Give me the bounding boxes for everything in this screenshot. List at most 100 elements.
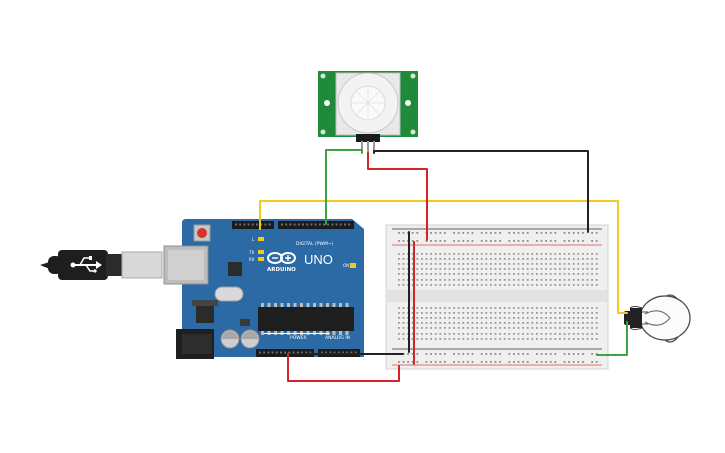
terminal-hole: [425, 322, 428, 324]
terminal-hole: [559, 258, 561, 260]
terminal-hole: [439, 284, 442, 286]
header-pin: [325, 351, 328, 354]
terminal-hole: [577, 279, 580, 281]
terminal-hole: [554, 284, 557, 286]
rail-hole: [508, 240, 511, 242]
terminal-hole: [540, 322, 543, 324]
terminal-hole: [526, 312, 529, 314]
rail-hole: [568, 353, 570, 355]
rail-hole: [425, 361, 428, 363]
terminal-hole: [499, 317, 501, 319]
terminal-hole: [517, 273, 520, 275]
rail-hole: [577, 240, 580, 242]
header-pin: [235, 223, 237, 226]
wire-yellow[interactable]: [259, 200, 628, 314]
usb-cable[interactable]: [40, 250, 163, 280]
header-pin: [337, 351, 340, 354]
arduino-uno-board[interactable]: L TX RX ON ARDUINO UNO DIGITAL (PWM~) PO…: [163, 219, 364, 359]
terminal-hole: [411, 327, 414, 329]
terminal-hole: [582, 338, 584, 340]
terminal-hole: [522, 333, 524, 335]
terminal-hole: [398, 312, 400, 314]
terminal-hole: [448, 322, 451, 324]
terminal-hole: [462, 268, 465, 270]
header-pin: [333, 351, 336, 354]
terminal-hole: [554, 258, 557, 260]
terminal-hole: [448, 307, 451, 309]
terminal-hole: [586, 253, 589, 255]
header-pin: [331, 223, 334, 226]
header-pin: [301, 351, 303, 354]
rail-hole: [582, 361, 584, 363]
terminal-hole: [517, 333, 520, 335]
terminal-hole: [595, 284, 598, 286]
terminal-hole: [490, 273, 492, 275]
terminal-hole: [439, 338, 442, 340]
terminal-hole: [536, 268, 538, 270]
wire-black-pir-gnd[interactable]: [373, 150, 589, 233]
terminal-hole: [522, 284, 524, 286]
rail-hole: [563, 240, 566, 242]
header-pin: [339, 223, 342, 226]
terminal-hole: [480, 273, 483, 275]
terminal-hole: [425, 317, 428, 319]
rail-hole: [522, 232, 524, 234]
rail-hole: [434, 240, 437, 242]
terminal-hole: [453, 322, 455, 324]
rail-hole: [485, 353, 488, 355]
pir-motion-sensor[interactable]: [318, 71, 418, 153]
rail-hole: [536, 240, 538, 242]
rail-hole: [416, 353, 419, 355]
terminal-hole: [595, 307, 598, 309]
terminal-hole: [549, 333, 552, 335]
terminal-hole: [531, 317, 534, 319]
terminal-hole: [485, 338, 488, 340]
terminal-hole: [439, 263, 442, 265]
terminal-hole: [508, 322, 511, 324]
terminal-hole: [430, 307, 432, 309]
terminal-hole: [480, 268, 483, 270]
terminal-hole: [398, 263, 400, 265]
terminal-hole: [411, 263, 414, 265]
chip-pin: [261, 331, 264, 335]
wire-red-5v[interactable]: [287, 353, 400, 382]
rail-hole: [398, 240, 400, 242]
terminal-hole: [582, 312, 584, 314]
terminal-hole: [430, 279, 432, 281]
terminal-hole: [540, 284, 543, 286]
terminal-hole: [421, 312, 423, 314]
terminal-hole: [536, 338, 538, 340]
rail-hole: [453, 361, 455, 363]
header-pin: [289, 223, 292, 226]
atmega-chip: [258, 307, 354, 331]
rail-hole: [563, 232, 566, 234]
breadboard[interactable]: [385, 224, 609, 370]
terminal-hole: [402, 327, 405, 329]
terminal-hole: [471, 333, 474, 335]
light-bulb[interactable]: [624, 294, 691, 343]
rail-hole: [554, 240, 557, 242]
terminal-hole: [526, 253, 529, 255]
terminal-hole: [591, 268, 593, 270]
reset-button[interactable]: [197, 228, 207, 238]
header-pin: [288, 351, 291, 354]
terminal-hole: [430, 284, 432, 286]
header-pin: [323, 223, 325, 226]
terminal-hole: [430, 273, 432, 275]
wire-green-signal[interactable]: [325, 149, 363, 225]
terminal-hole: [591, 258, 593, 260]
brand-label: ARDUINO: [267, 267, 296, 273]
terminal-hole: [444, 307, 446, 309]
terminal-hole: [411, 268, 414, 270]
rail-hole: [457, 353, 460, 355]
terminal-hole: [586, 263, 589, 265]
terminal-hole: [526, 258, 529, 260]
wire-red-pir-vcc[interactable]: [367, 152, 428, 241]
rail-hole: [563, 353, 566, 355]
terminal-hole: [480, 317, 483, 319]
terminal-hole: [577, 263, 580, 265]
terminal-hole: [508, 263, 511, 265]
terminal-hole: [559, 333, 561, 335]
wire-green-bulb[interactable]: [596, 321, 628, 356]
terminal-hole: [554, 322, 557, 324]
